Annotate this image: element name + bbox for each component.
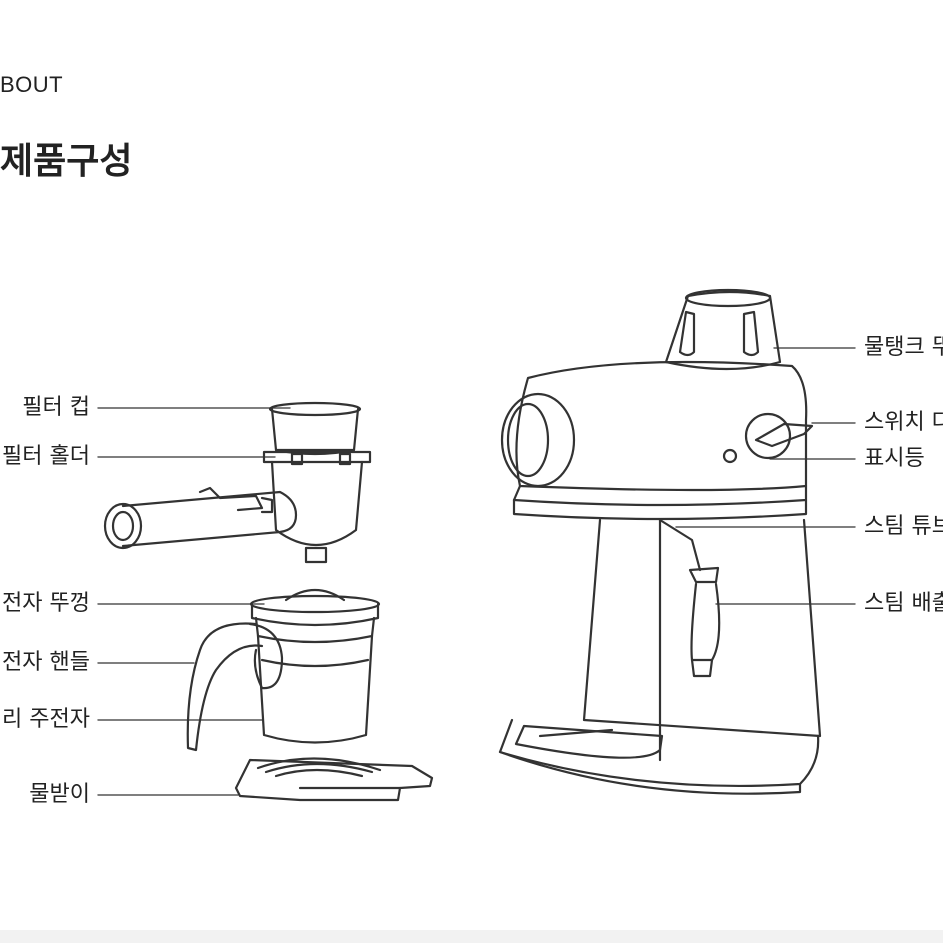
label-pot-handle: 전자 핸들 xyxy=(2,650,90,675)
footer-bar xyxy=(0,930,943,943)
label-steam-nozzle: 스팀 배출 xyxy=(864,591,943,616)
label-indicator: 표시등 xyxy=(864,446,925,471)
drip-tray-drawing xyxy=(234,757,434,802)
label-water-tank: 물탱크 뚜 xyxy=(864,335,943,360)
section-label: BOUT xyxy=(0,72,64,97)
label-drip-tray: 물받이 xyxy=(29,782,90,807)
label-filter-holder: 필터 홀더 xyxy=(2,444,90,469)
glass-pot-drawing xyxy=(186,589,381,752)
leader-lines-right xyxy=(675,347,856,605)
label-filter-cup: 필터 컵 xyxy=(22,395,90,420)
label-steam-tube: 스팀 튜브 xyxy=(864,514,943,539)
page-title: 제품구성 xyxy=(0,141,133,182)
espresso-machine-drawing xyxy=(498,288,822,795)
label-glass-pot: 리 주전자 xyxy=(2,707,90,732)
label-switch: 스위치 다 xyxy=(864,410,943,435)
filter-holder-drawing xyxy=(103,450,372,564)
leader-lines-left xyxy=(97,407,291,796)
label-pot-lid: 전자 뚜껑 xyxy=(2,591,90,616)
filter-cup-drawing xyxy=(268,401,362,456)
